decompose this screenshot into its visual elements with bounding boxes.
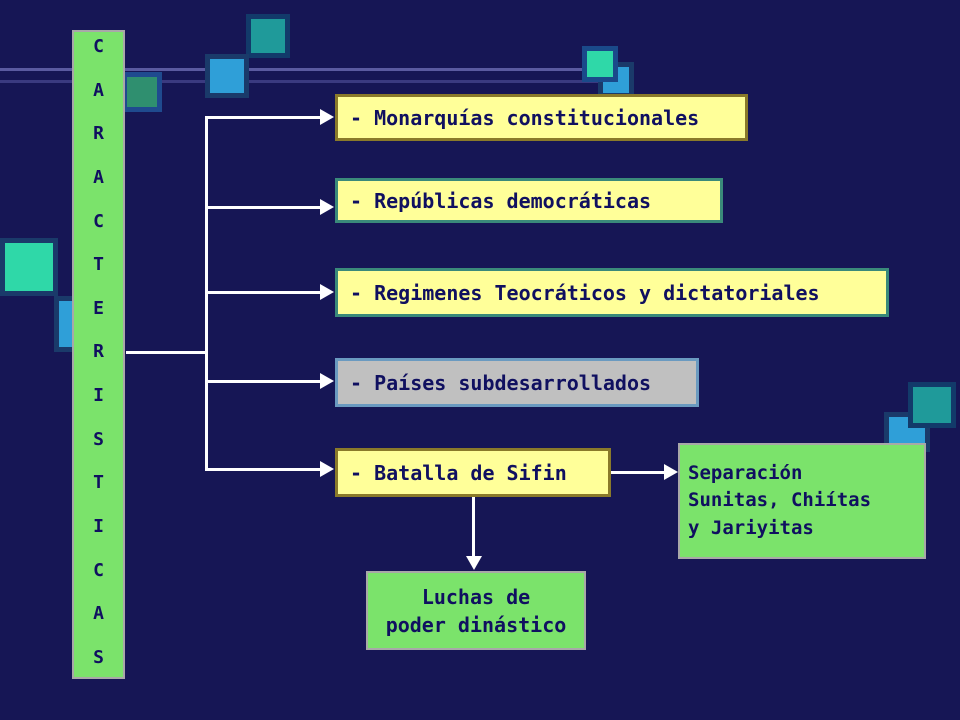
item-republicas: - Repúblicas democráticas	[335, 178, 723, 223]
struggles-line: poder dinástico	[385, 612, 567, 637]
item-monarquias: - Monarquías constitucionales	[335, 94, 748, 141]
item-paises: - Países subdesarrollados	[335, 358, 699, 407]
connector-branch	[205, 468, 321, 471]
outcome-struggles: Luchas de poder dinástico	[366, 571, 586, 650]
decor-square	[908, 382, 956, 428]
vertical-title-letter: I	[93, 385, 104, 407]
vertical-title-letter: A	[93, 603, 104, 625]
vertical-title-letter: I	[93, 516, 104, 538]
connector-branch	[205, 206, 321, 209]
item-regimenes: - Regimenes Teocráticos y dictatoriales	[335, 268, 889, 317]
vertical-title-box: C A R A C T E R I S T I C A S	[72, 30, 125, 679]
vertical-title-letter: R	[93, 341, 104, 363]
decor-square	[122, 72, 162, 112]
connector-branch	[205, 380, 321, 383]
vertical-title-letter: C	[93, 559, 104, 581]
vertical-title-letter: T	[93, 254, 104, 276]
separation-line: Sunitas, Chiítas	[688, 489, 872, 512]
connector-from-title	[126, 351, 208, 354]
item-label: - Repúblicas democráticas	[350, 188, 652, 213]
separation-line: Separación	[688, 461, 803, 484]
item-label: - Monarquías constitucionales	[350, 105, 700, 130]
struggles-line: Luchas de	[421, 584, 531, 609]
decor-square	[582, 46, 618, 82]
separation-line: y Jariyitas	[688, 516, 814, 539]
connector-sifin-struggles	[472, 496, 475, 558]
connector-sifin-separation	[610, 471, 666, 474]
vertical-title-letter: C	[93, 36, 104, 57]
vertical-title-letter: S	[93, 646, 104, 668]
decor-line-top	[0, 68, 620, 71]
decor-square	[246, 14, 290, 58]
vertical-title-letter: T	[93, 472, 104, 494]
item-label: - Batalla de Sifin	[350, 460, 567, 485]
decor-square	[0, 238, 58, 296]
item-label: - Países subdesarrollados	[350, 370, 652, 395]
decor-line-top-2	[0, 80, 620, 83]
outcome-separation: Separación Sunitas, Chiítas y Jariyitas	[678, 443, 926, 559]
decor-square	[205, 54, 249, 98]
vertical-title-letter: E	[93, 297, 104, 319]
item-label: - Regimenes Teocráticos y dictatoriales	[350, 280, 820, 305]
arrow-right-icon	[320, 199, 334, 215]
connector-branch	[205, 291, 321, 294]
arrow-right-icon	[320, 373, 334, 389]
vertical-title-letter: A	[93, 79, 104, 101]
item-batalla-sifin: - Batalla de Sifin	[335, 448, 611, 497]
arrow-right-icon	[320, 461, 334, 477]
arrow-down-icon	[466, 556, 482, 570]
vertical-title-letter: A	[93, 166, 104, 188]
arrow-right-icon	[320, 109, 334, 125]
arrow-right-icon	[320, 284, 334, 300]
vertical-title-letter: S	[93, 428, 104, 450]
vertical-title-letter: R	[93, 123, 104, 145]
vertical-title-letter: C	[93, 210, 104, 232]
connector-branch	[205, 116, 321, 119]
arrow-right-icon	[664, 464, 678, 480]
